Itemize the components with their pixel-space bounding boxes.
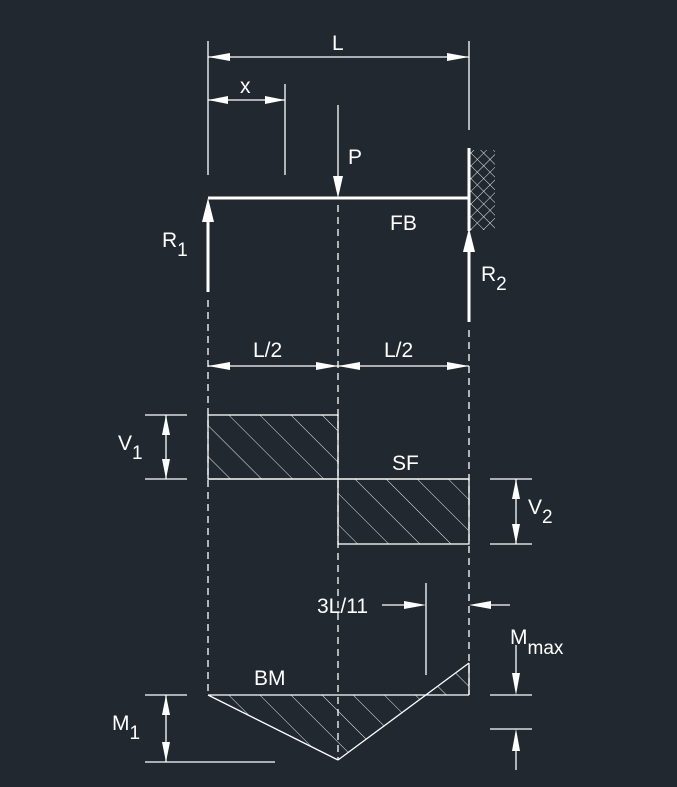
reaction-left-label: R1 xyxy=(162,229,188,261)
zero-moment-dimension: 3L/11 xyxy=(317,583,510,675)
moment-left-label: M1 xyxy=(112,712,140,744)
reaction-right-arrow xyxy=(463,228,475,322)
bending-moment-diagram: BM xyxy=(207,662,470,761)
moment-diagram-label: BM xyxy=(254,667,286,690)
position-label: x xyxy=(240,75,251,98)
shear-right-label: V2 xyxy=(528,496,553,528)
half-right-label: L/2 xyxy=(384,339,413,362)
position-dimension: x xyxy=(208,75,286,175)
fixed-support xyxy=(467,148,495,231)
shear-left-dimension xyxy=(145,414,187,480)
half-left-label: L/2 xyxy=(253,339,282,362)
length-label: L xyxy=(332,32,344,55)
shear-diagram-label: SF xyxy=(392,452,419,475)
shear-left-label: V1 xyxy=(118,432,143,464)
reaction-left-arrow xyxy=(202,198,214,292)
point-load: P xyxy=(333,105,362,198)
shear-right-dimension xyxy=(490,478,532,545)
zero-moment-label: 3L/11 xyxy=(317,595,368,618)
moment-left-dimension xyxy=(145,694,275,763)
beam-label: FB xyxy=(390,212,417,235)
reaction-right-label: R2 xyxy=(481,263,507,295)
half-length-dimensions: L/2 L/2 xyxy=(208,339,469,370)
moment-max-dimension xyxy=(490,645,532,770)
shear-force-diagram: SF xyxy=(207,414,470,545)
load-label: P xyxy=(348,146,362,169)
length-dimension: L xyxy=(207,32,470,175)
moment-max-label: Mmax xyxy=(510,626,564,659)
